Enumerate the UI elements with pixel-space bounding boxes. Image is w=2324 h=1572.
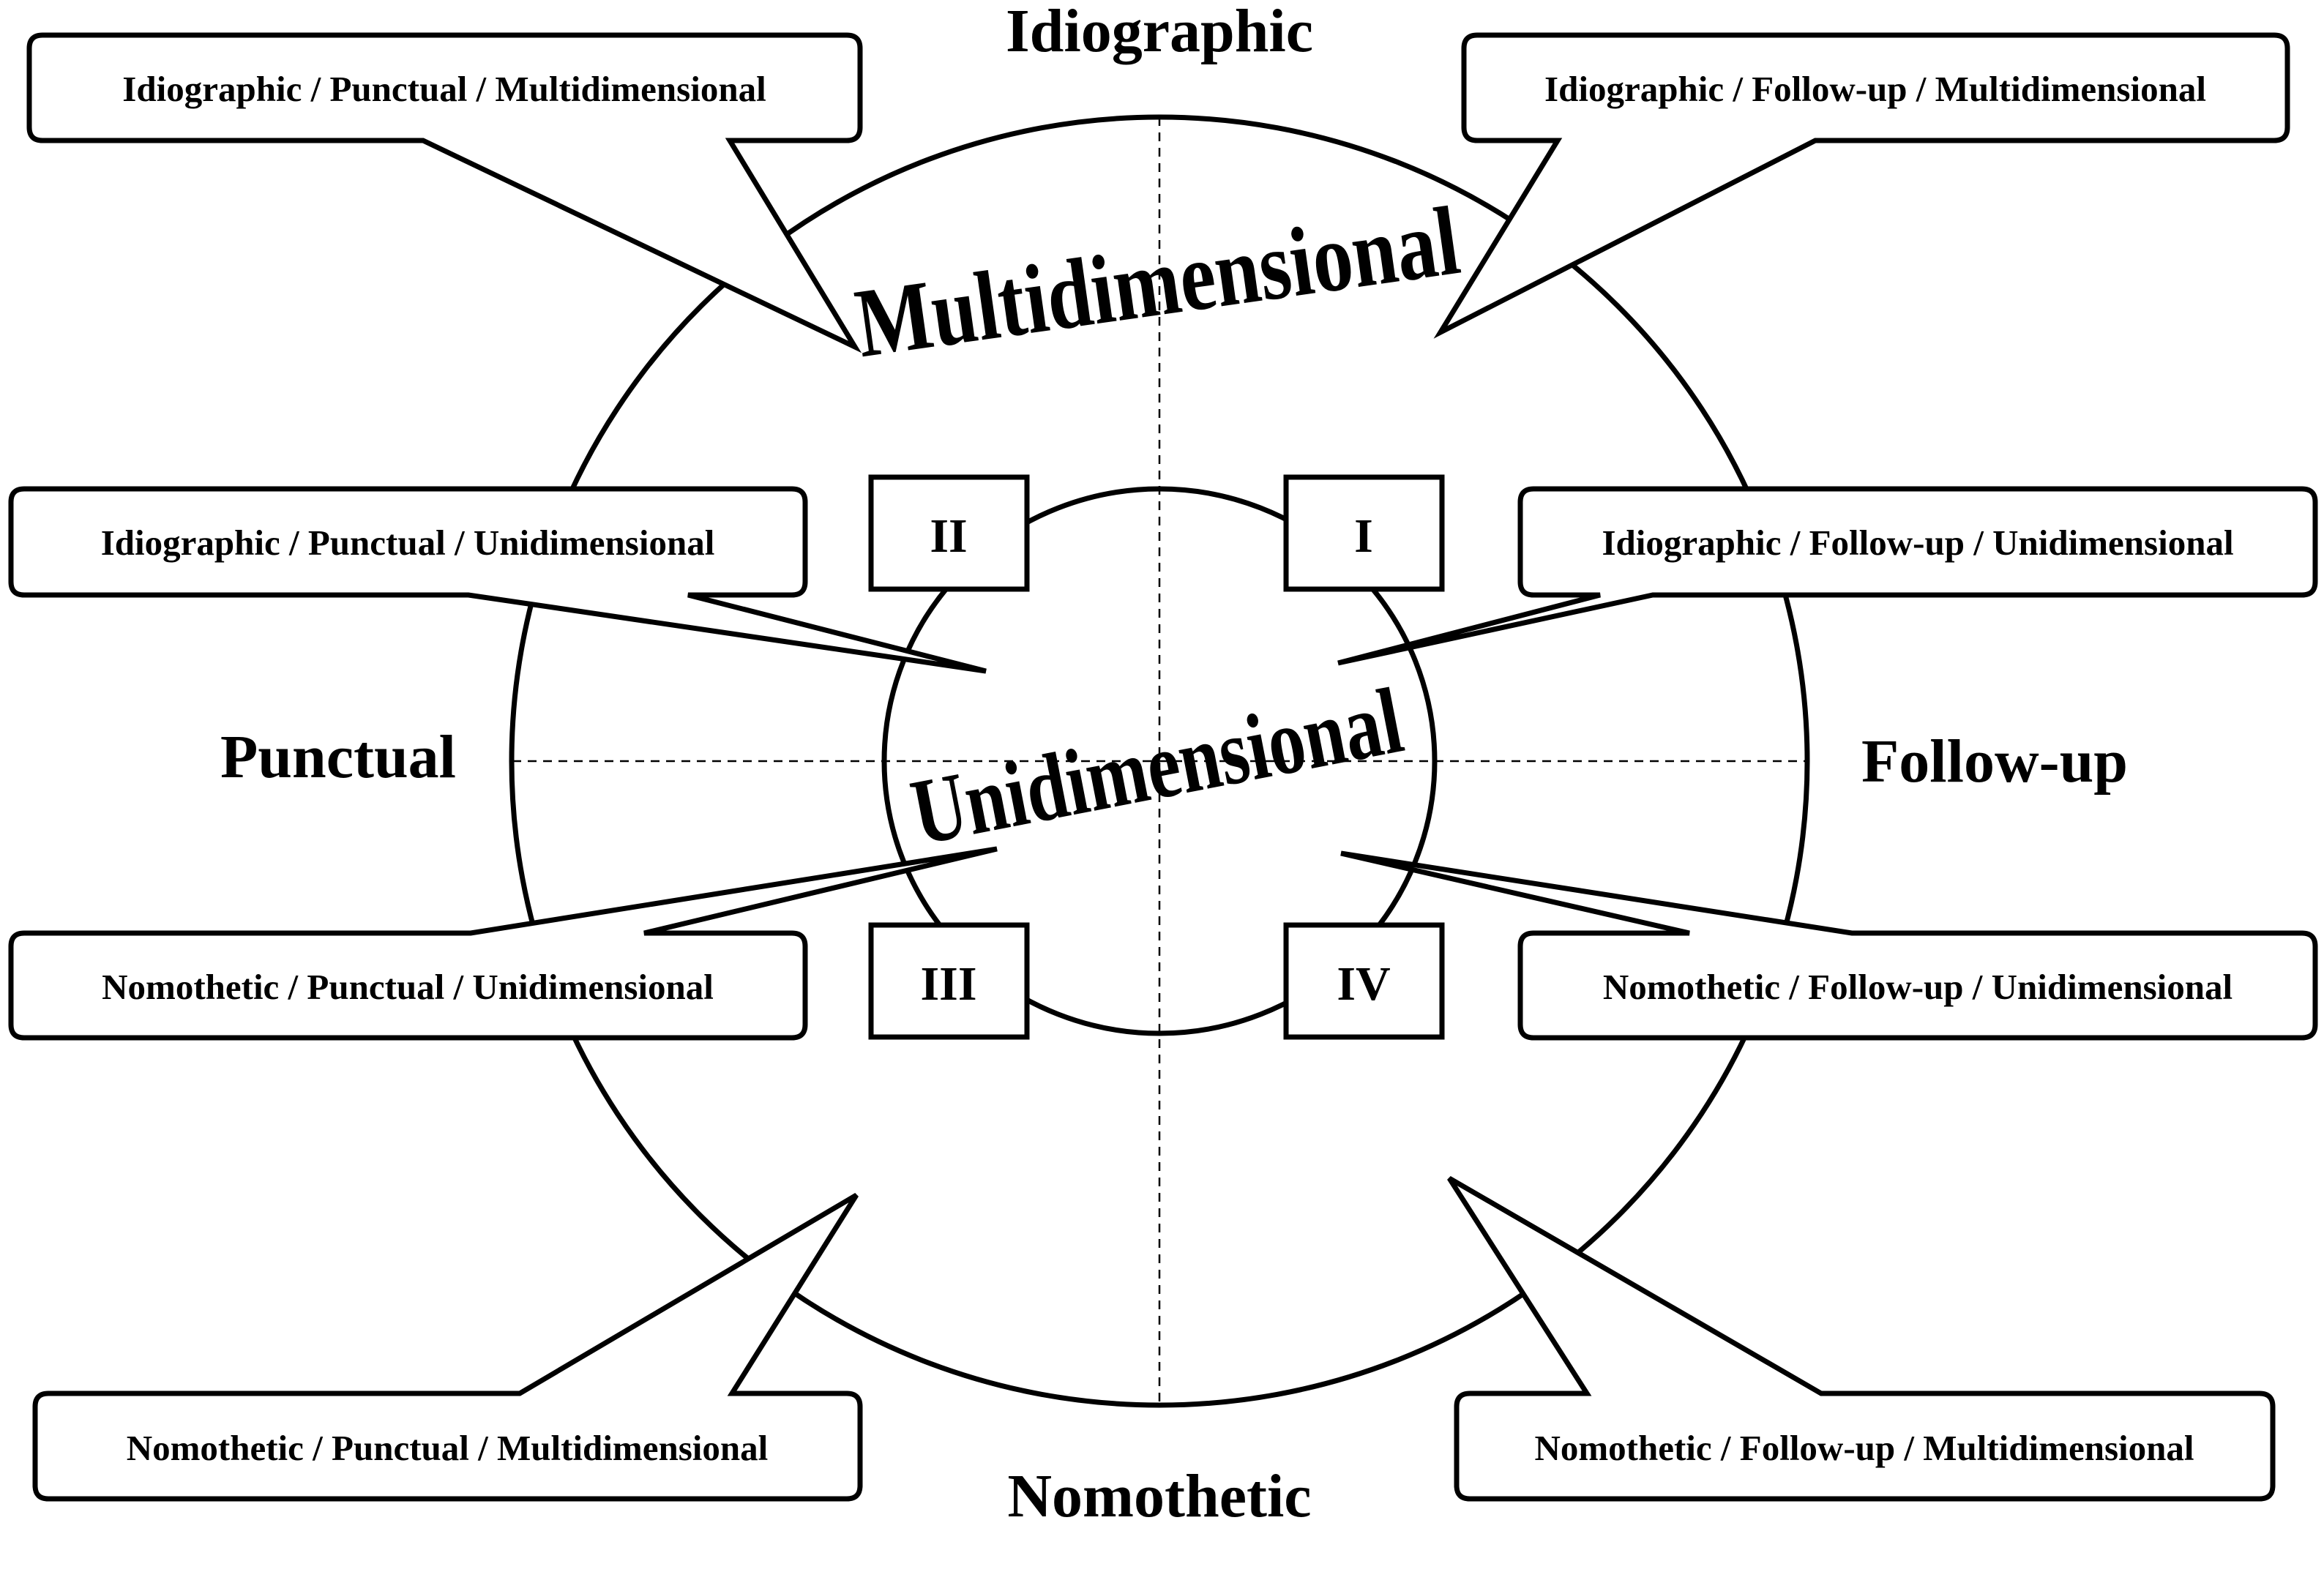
- axis-label-punctual: Punctual: [220, 723, 456, 791]
- callout-idiographic-punctual-unidimensional: Idiographic / Punctual / Unidimensional: [8, 486, 987, 674]
- svg-text:Nomothetic / Follow-up / Multi: Nomothetic / Follow-up / Multidimensiona…: [1534, 1428, 2194, 1468]
- quadrant-III: III: [868, 922, 1030, 1040]
- svg-text:II: II: [930, 509, 967, 563]
- axis-label-idiographic: Idiographic: [1006, 0, 1313, 65]
- axis-label-nomothetic: Nomothetic: [1007, 1462, 1311, 1530]
- svg-text:Nomothetic / Follow-up / Unidi: Nomothetic / Follow-up / Unidimensional: [1603, 967, 2233, 1007]
- multidimensional-ring-label: Multidimensional: [849, 186, 1465, 378]
- inner-circle: [881, 486, 1438, 1036]
- svg-text:Nomothetic / Punctual / Multid: Nomothetic / Punctual / Multidimensional: [127, 1428, 769, 1468]
- quadrant-I: I: [1283, 474, 1445, 592]
- svg-text:Idiographic / Punctual / Unidi: Idiographic / Punctual / Unidimensional: [101, 523, 715, 563]
- svg-text:Idiographic / Follow-up / Mult: Idiographic / Follow-up / Multidimension…: [1544, 69, 2206, 109]
- quadrant-IV: IV: [1283, 922, 1445, 1040]
- callout-idiographic-punctual-multidimensional: Idiographic / Punctual / Multidimensiona…: [26, 32, 863, 353]
- svg-text:I: I: [1354, 509, 1373, 563]
- unidimensional-ring-label: Unidimensional: [903, 668, 1410, 865]
- svg-text:Nomothetic / Punctual / Unidim: Nomothetic / Punctual / Unidimensional: [102, 967, 714, 1007]
- callout-idiographic-follow-up-unidimensional: Idiographic / Follow-up / Unidimensional: [1337, 486, 2318, 666]
- axis-label-follow-up: Follow-up: [1861, 727, 2128, 796]
- svg-text:Idiographic / Follow-up / Unid: Idiographic / Follow-up / Unidimensional: [1602, 523, 2233, 563]
- callout-nomothetic-follow-up-unidimensional: Nomothetic / Follow-up / Unidimensional: [1340, 850, 2318, 1041]
- svg-text:III: III: [920, 957, 976, 1011]
- callout-idiographic-follow-up-multidimensional: Idiographic / Follow-up / Multidimension…: [1433, 32, 2290, 339]
- callout-nomothetic-follow-up-multidimensional: Nomothetic / Follow-up / Multidimensiona…: [1447, 1175, 2276, 1502]
- svg-text:Idiographic / Punctual / Multi: Idiographic / Punctual / Multidimensiona…: [122, 69, 766, 109]
- callout-nomothetic-punctual-unidimensional: Nomothetic / Punctual / Unidimensional: [8, 846, 998, 1041]
- svg-text:IV: IV: [1337, 957, 1390, 1011]
- callout-nomothetic-punctual-multidimensional: Nomothetic / Punctual / Multidimensional: [32, 1192, 863, 1502]
- quadrant-II: II: [868, 474, 1030, 592]
